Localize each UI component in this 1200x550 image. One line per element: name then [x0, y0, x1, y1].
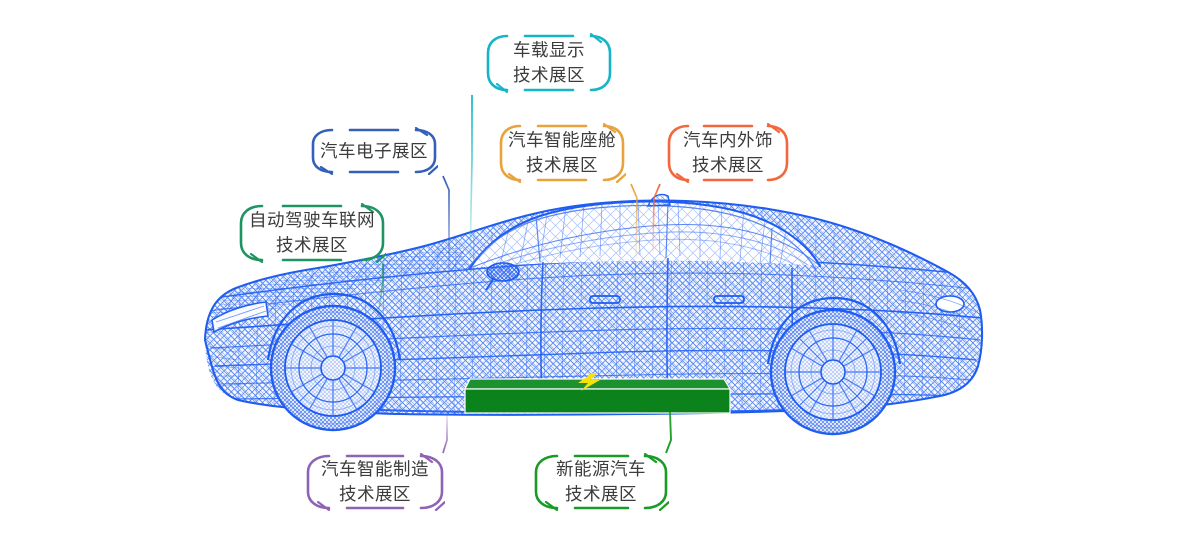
callout-vehicle-display[interactable]: 车载显示 技术展区 — [485, 33, 613, 93]
callout-autonomous-driving-iov[interactable]: 自动驾驶车联网 技术展区 — [238, 203, 386, 263]
callout-interior-exterior-trim[interactable]: 汽车内外饰 技术展区 — [666, 123, 790, 183]
callout-text: 新能源汽车 技术展区 — [556, 459, 646, 504]
callout-smart-cockpit[interactable]: 汽车智能座舱 技术展区 — [498, 123, 626, 183]
battery-pack — [464, 373, 732, 414]
callout-text: 汽车智能制造 技术展区 — [321, 459, 429, 504]
callout-text: 车载显示 技术展区 — [513, 40, 585, 85]
rear-wheel — [769, 308, 897, 436]
callout-text: 汽车智能座舱 技术展区 — [508, 130, 616, 175]
callout-text: 自动驾驶车联网 技术展区 — [249, 210, 375, 255]
callout-text: 汽车内外饰 技术展区 — [683, 130, 773, 175]
callout-new-energy-vehicle[interactable]: 新能源汽车 技术展区 — [533, 453, 669, 511]
front-wheel — [269, 304, 397, 432]
callout-automotive-electronics[interactable]: 汽车电子展区 — [310, 127, 438, 175]
callout-text: 汽车电子展区 — [320, 140, 428, 161]
side-mirror — [485, 262, 520, 291]
callout-smart-manufacturing[interactable]: 汽车智能制造 技术展区 — [305, 453, 445, 511]
lightning-bolt-icon — [578, 373, 600, 391]
